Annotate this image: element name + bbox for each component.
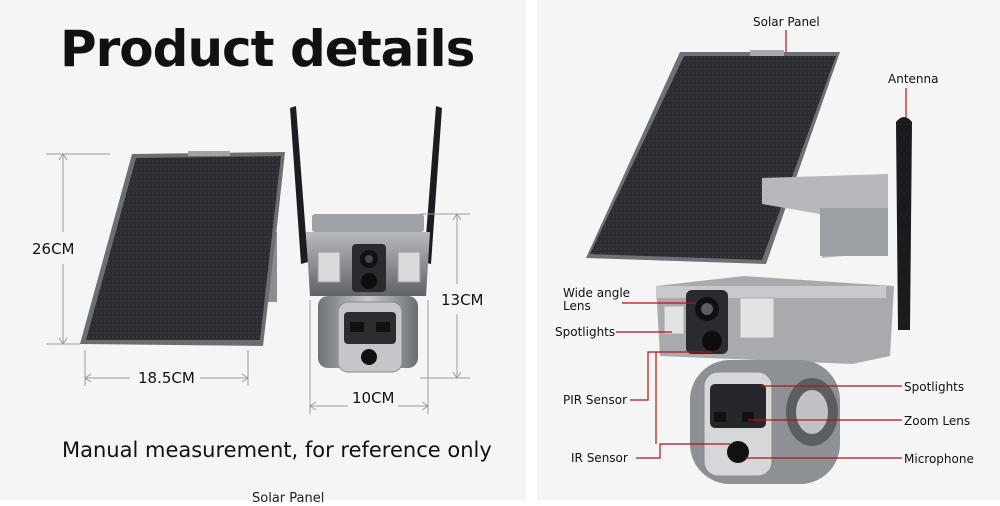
panel-height-dimension [46,153,110,345]
antenna-shape [896,117,912,330]
callout-spotlights-right: Spotlights [904,380,965,394]
camera-width-label: 10CM [352,389,395,407]
callout-solar-panel: Solar Panel [753,15,820,29]
page-title: Product details [60,20,475,78]
panel-divider [526,0,537,500]
panel-width-label: 18.5CM [138,369,195,387]
callout-spotlights-left: Spotlights [555,325,616,339]
callout-wide-angle-lens-line1: Wide angle [563,286,631,300]
product-dimension-illustration [46,106,470,414]
callout-antenna: Antenna [888,72,939,86]
camera-body [656,276,894,484]
callout-wide-angle-lens-line2: Lens [563,299,591,313]
camera-height-label: 13CM [441,291,484,309]
panel-width-dimension [84,350,249,386]
callout-leader-lines [616,30,907,459]
callout-microphone: Microphone [904,452,974,466]
callout-pir-sensor: PIR Sensor [563,393,628,407]
callout-ir-sensor: IR Sensor [571,451,628,465]
solar-panel-front-view [80,151,285,346]
camera-front-view [290,106,442,373]
camera-width-dimension [309,300,429,414]
wall-mount-bracket [762,174,888,258]
measurement-disclaimer: Manual measurement, for reference only [62,438,492,462]
panel-height-label: 26CM [32,240,75,258]
camera-height-dimension [420,213,470,379]
solar-panel-perspective [586,50,840,264]
callout-zoom-lens: Zoom Lens [904,414,971,428]
